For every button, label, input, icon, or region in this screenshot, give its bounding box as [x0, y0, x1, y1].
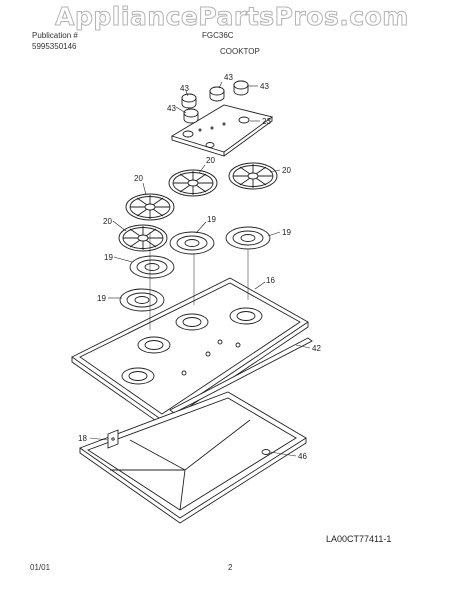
callout-grate: 20: [134, 174, 143, 183]
watermark: AppliancePartsPros.com: [55, 2, 409, 32]
callout-grate: 20: [282, 166, 291, 175]
publication-label: Publication #: [32, 31, 78, 40]
burner-bowl[interactable]: [129, 255, 175, 279]
control-knob[interactable]: [183, 108, 199, 124]
burner-grate[interactable]: [168, 169, 218, 197]
callout-knob: 43: [167, 104, 176, 113]
publication-number: 5995350146: [32, 42, 77, 51]
burner-bowl[interactable]: [225, 226, 271, 250]
cooktop-seal[interactable]: [169, 337, 313, 414]
callout-knob: 43: [180, 84, 189, 93]
mounting-bracket[interactable]: [107, 429, 119, 449]
callout-grate: 20: [206, 156, 215, 165]
callout-burner-bowl: 19: [97, 294, 106, 303]
burner-bowl[interactable]: [119, 288, 165, 312]
model-number: FGC36C: [202, 31, 234, 40]
callout-burner-bowl: 19: [104, 253, 113, 262]
page-number: 2: [228, 563, 233, 572]
control-panel[interactable]: [170, 104, 274, 157]
document-id: LA00CT77411-1: [326, 534, 392, 544]
cooktop-top[interactable]: [71, 277, 309, 426]
callout-bracket: 18: [78, 434, 87, 443]
callout-seal: 42: [312, 344, 321, 353]
section-title: COOKTOP: [220, 47, 260, 56]
control-knob[interactable]: [209, 86, 225, 102]
burner-grate[interactable]: [125, 193, 175, 221]
control-knob[interactable]: [233, 80, 249, 96]
callout-control-panel: 23: [262, 117, 271, 126]
burner-box[interactable]: [79, 391, 307, 524]
callout-cooktop-top: 16: [266, 276, 275, 285]
burner-grate[interactable]: [118, 224, 168, 252]
callout-knob: 43: [224, 73, 233, 82]
callout-burner-bowl: 19: [282, 228, 291, 237]
control-knob[interactable]: [181, 93, 197, 109]
burner-grate[interactable]: [228, 162, 278, 190]
callout-knob: 43: [260, 82, 269, 91]
leader-lines: [89, 81, 311, 457]
footer-date: 01/01: [30, 563, 51, 572]
burner-bowl[interactable]: [169, 231, 215, 255]
callout-grate: 20: [103, 217, 112, 226]
callout-burner-bowl: 19: [207, 215, 216, 224]
callout-burner-box: 46: [298, 452, 307, 461]
